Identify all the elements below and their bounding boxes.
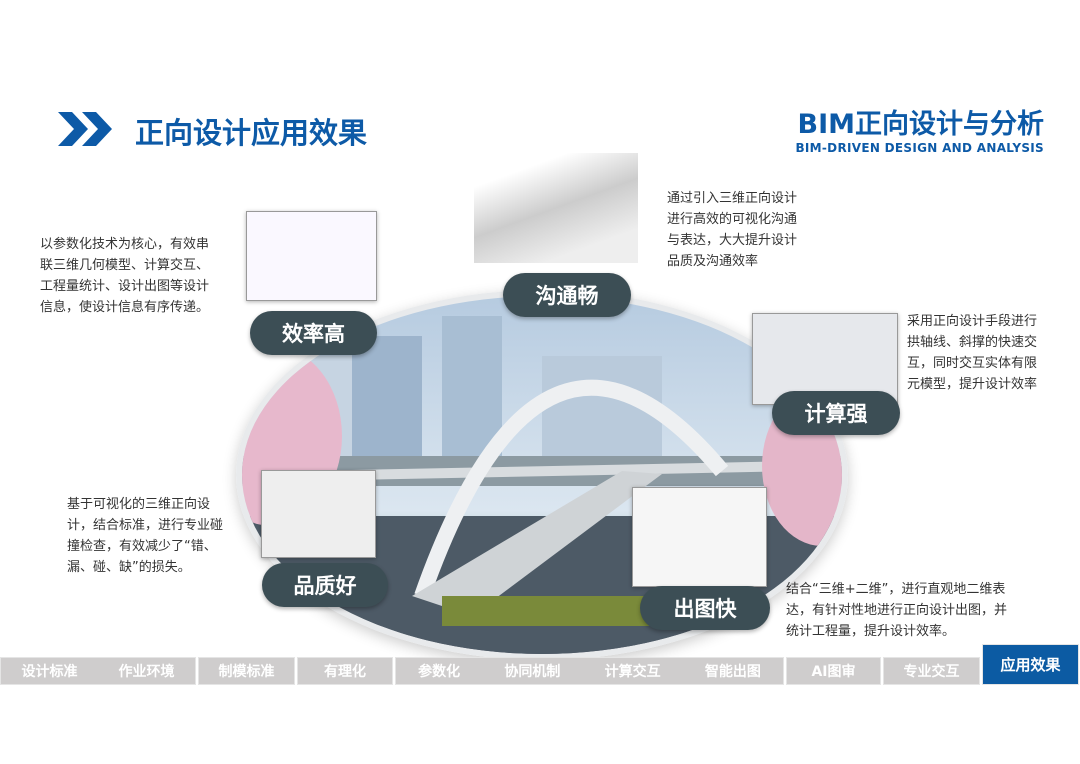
parametric-graph-image	[246, 211, 377, 301]
desc-communication: 通过引入三维正向设计进行高效的可视化沟通与表达，大大提升设计品质及沟通效率	[667, 191, 798, 269]
feature-pill-communication: 沟通畅	[503, 273, 631, 317]
desc-quality: 基于可视化的三维正向设计，结合标准，进行专业碰撞检查，有效减少了“错、漏、碰、缺…	[67, 497, 224, 575]
clash-check-image	[261, 470, 376, 558]
brand-en: BIM-DRIVEN DESIGN AND ANALYSIS	[795, 141, 1044, 155]
nav-item-rationalization[interactable]: 有理化	[324, 664, 366, 680]
nav-item-modeling-standard[interactable]: 制模标准	[218, 664, 275, 680]
bridge-model-image	[474, 153, 638, 263]
nav-item-smart-drawing[interactable]: 智能出图	[704, 664, 761, 680]
feature-pill-drawing: 出图快	[640, 586, 770, 630]
nav-item-design-standard[interactable]: 设计标准	[21, 664, 78, 680]
nav-group-5: AI图审	[786, 657, 881, 685]
brand-cn: BIM正向设计与分析	[797, 109, 1045, 140]
nav-item-work-env[interactable]: 作业环境	[118, 664, 175, 680]
nav-group-4: 参数化 协同机制 计算交互 智能出图	[395, 657, 784, 685]
nav-group-6: 专业交互	[883, 657, 980, 685]
feature-pill-calculation: 计算强	[772, 391, 900, 435]
nav-group-3: 有理化	[297, 657, 393, 685]
nav-item-discipline-interaction[interactable]: 专业交互	[903, 664, 960, 680]
desc-calculation: 采用正向设计手段进行拱轴线、斜撑的快速交互，同时交互实体有限元模型，提升设计效率	[907, 314, 1038, 392]
nav-group-2: 制模标准	[198, 657, 295, 685]
page-title: 正向设计应用效果	[135, 116, 368, 150]
feature-pill-quality: 品质好	[262, 563, 388, 607]
nav-item-application-effect[interactable]: 应用效果	[982, 644, 1079, 685]
desc-efficiency: 以参数化技术为核心，有效串联三维几何模型、计算交互、工程量统计、设计出图等设计信…	[40, 237, 210, 315]
nav-group-1: 设计标准 作业环境	[0, 657, 196, 685]
nav-item-parametric[interactable]: 参数化	[418, 664, 461, 680]
drawings-image	[632, 487, 767, 587]
desc-drawing: 结合“三维+二维”，进行直观地二维表达，有针对性地进行正向设计出图，并统计工程量…	[786, 582, 1008, 639]
double-chevron-icon	[58, 112, 112, 146]
nav-item-collaboration[interactable]: 协同机制	[504, 664, 561, 680]
feature-pill-efficiency: 效率高	[250, 311, 377, 355]
nav-item-ai-review[interactable]: AI图审	[811, 664, 856, 680]
nav-item-calc-interaction[interactable]: 计算交互	[604, 664, 661, 680]
